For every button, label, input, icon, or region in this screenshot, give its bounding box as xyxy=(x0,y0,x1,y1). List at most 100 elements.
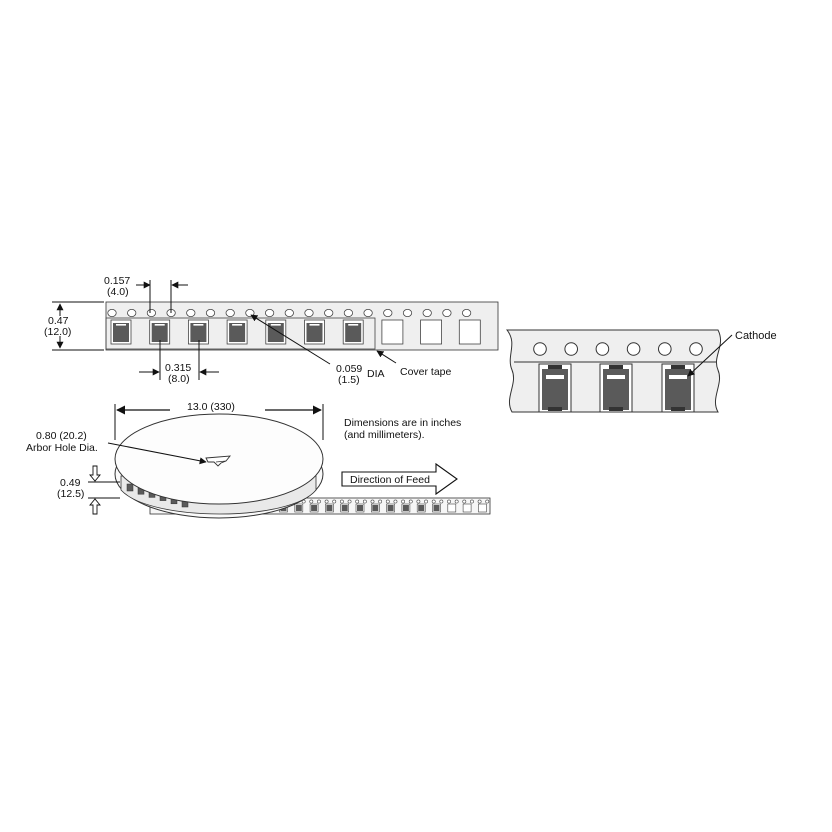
cathode-band xyxy=(116,324,126,326)
reel-width-arrow-top xyxy=(89,465,101,482)
tape-hole xyxy=(454,499,459,504)
component xyxy=(229,323,246,342)
tape-hole xyxy=(462,499,467,504)
tape-component xyxy=(341,505,348,511)
tape-component xyxy=(433,505,440,511)
sprocket-hole xyxy=(461,308,472,317)
tape-hole xyxy=(324,499,329,504)
cathode-band xyxy=(154,324,165,326)
sprocket-hole xyxy=(245,308,255,317)
dim-tape-width: 0.47 (12.0) xyxy=(44,301,104,351)
tape-width-inch: 0.47 xyxy=(48,315,69,327)
sprocket-hole xyxy=(127,308,137,317)
tape-hole xyxy=(477,499,482,504)
dimensions-note-line2: (and millimeters). xyxy=(344,429,425,441)
detail-cathode-band xyxy=(669,375,687,379)
pitch-pocket-mm: (4.0) xyxy=(107,286,129,298)
detail-terminal xyxy=(609,365,623,369)
sprocket-hole xyxy=(264,308,275,317)
tape-width-mm: (12.0) xyxy=(44,326,71,338)
tape-hole xyxy=(332,499,337,504)
hole-inch: 0.059 xyxy=(336,363,362,375)
tape-hole xyxy=(309,499,314,504)
part-pitch-mm: (8.0) xyxy=(168,373,190,385)
detail-terminal xyxy=(671,365,685,369)
tape-empty-pocket xyxy=(478,503,487,513)
cathode-band xyxy=(193,324,204,326)
cathode-band xyxy=(270,324,281,326)
carrier-tape-top xyxy=(105,301,499,351)
cathode-band xyxy=(232,324,243,326)
direction-of-feed-arrow: Direction of Feed xyxy=(341,462,458,496)
cathode-band xyxy=(309,324,320,326)
detail-sprocket-hole xyxy=(533,342,547,356)
component xyxy=(113,323,129,342)
reel-width-arrow-bottom xyxy=(89,498,101,515)
component xyxy=(306,323,323,342)
sprocket-hole xyxy=(205,308,216,317)
tape-hole xyxy=(385,499,390,504)
tape-hole xyxy=(378,499,383,504)
dim-sprocket-hole: 0.059 (1.5) DIA xyxy=(250,314,385,386)
detail-sprocket-hole xyxy=(564,342,579,356)
tape-hole xyxy=(470,499,474,504)
dim-reel-diameter: 13.0 (330) xyxy=(114,401,324,440)
dimensions-note-line1: Dimensions are in inches xyxy=(344,417,461,429)
tape-hole xyxy=(339,499,344,504)
cathode-label: Cathode xyxy=(735,330,777,342)
tape-empty-pocket xyxy=(462,503,472,513)
sprocket-hole xyxy=(383,308,393,317)
tape-component xyxy=(295,505,302,511)
arbor-leader xyxy=(107,442,207,465)
sprocket-hole xyxy=(402,308,413,317)
sprocket-hole xyxy=(146,308,156,317)
tape-component xyxy=(418,505,425,511)
arbor-hole-label: Arbor Hole Dia. xyxy=(26,442,98,454)
reel-width-inch: 0.49 xyxy=(60,477,81,489)
empty-pocket xyxy=(381,319,404,345)
cover-tape-callout: Cover tape xyxy=(376,350,452,378)
tape-component xyxy=(311,505,318,511)
tape-hole xyxy=(416,499,421,504)
detail-sprocket-hole xyxy=(689,342,703,356)
tape-component xyxy=(372,505,379,511)
detail-terminal xyxy=(609,407,623,411)
pitch-pocket-inch: 0.157 xyxy=(104,275,130,287)
sprocket-hole xyxy=(304,308,314,317)
tape-hole xyxy=(485,499,490,504)
component xyxy=(151,323,168,342)
tape-hole xyxy=(317,499,321,504)
tape-hole xyxy=(431,499,436,504)
wound-component xyxy=(126,483,134,492)
tape-hole xyxy=(355,499,360,504)
tape-component xyxy=(387,505,394,511)
sprocket-hole xyxy=(186,308,196,317)
detail-sprocket-holes xyxy=(533,342,703,356)
detail-terminal xyxy=(548,407,562,411)
detail-cathode-band xyxy=(546,375,564,379)
sprocket-hole xyxy=(107,308,117,317)
reel xyxy=(107,413,491,519)
tape-hole xyxy=(424,499,428,504)
component xyxy=(190,323,207,342)
detail-sprocket-hole xyxy=(595,342,610,356)
dim-reel-width: 0.49 (12.5) xyxy=(57,465,120,515)
cathode-leader xyxy=(687,334,733,377)
tape-component xyxy=(402,505,409,511)
tape-hole xyxy=(347,499,352,504)
tape-hole xyxy=(408,499,413,504)
hole-mm: (1.5) xyxy=(338,374,360,386)
tape-hole xyxy=(401,499,406,504)
empty-pocket xyxy=(420,319,443,345)
cover-tape-label: Cover tape xyxy=(400,366,452,378)
sprocket-holes xyxy=(107,308,472,317)
sprocket-hole xyxy=(422,308,432,317)
detail-sprocket-hole xyxy=(658,342,672,356)
tape-hole xyxy=(362,499,367,504)
arbor-hole-size: 0.80 (20.2) xyxy=(36,430,87,442)
tape-hole xyxy=(393,499,398,504)
component xyxy=(267,323,284,342)
empty-pocket xyxy=(458,319,481,345)
hole-dia: DIA xyxy=(367,368,385,380)
